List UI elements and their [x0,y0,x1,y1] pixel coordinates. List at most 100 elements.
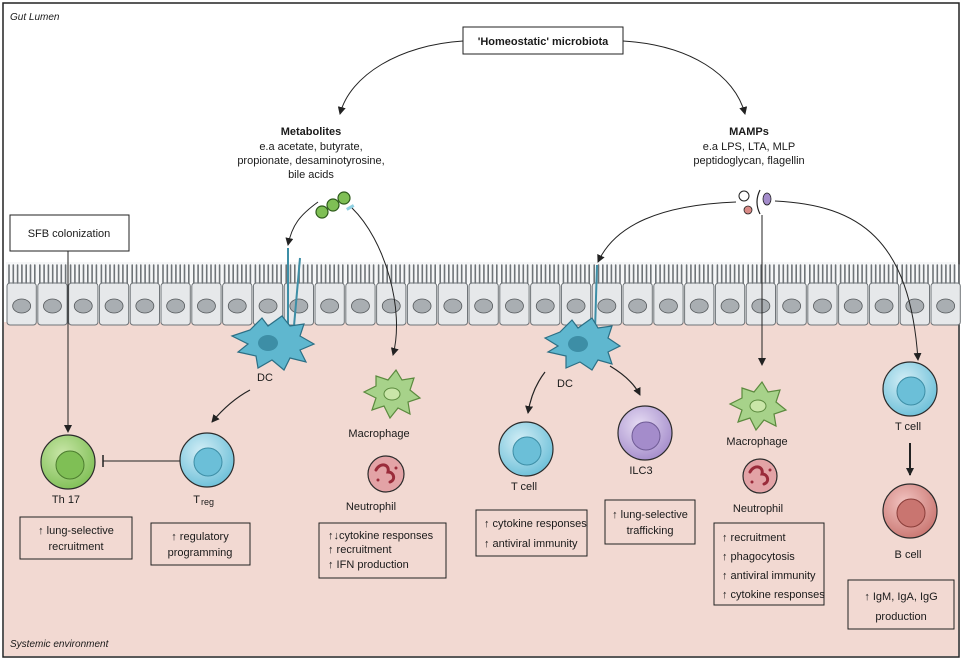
epithelial-nucleus [12,298,32,314]
microvilli [254,264,282,284]
microvilli [839,264,868,284]
metabolite-molecules-icon [315,191,355,219]
epithelial-nucleus [843,298,863,314]
epithelial-nucleus [443,298,463,314]
macro-right-effect-line-1: ↑ recruitment [722,532,786,544]
epithelial-nucleus [73,298,93,314]
microvilli [316,264,344,284]
sfb-label: SFB colonization [28,228,111,240]
microbiota-label: 'Homeostatic' microbiota [478,36,609,48]
treg-label-main: T [193,494,200,506]
microvilli [347,264,375,284]
epithelial-nucleus [474,298,494,314]
epithelial-nucleus [258,298,278,314]
macro-left-effect-line-3: ↑ IFN production [328,559,409,571]
epithelial-nucleus [751,298,771,314]
th17-cell-icon [40,434,96,490]
microvilli [624,264,652,284]
treg-effect-line-2: programming [168,547,233,559]
macro-right-effect-line-4: ↑ cytokine responses [722,589,825,601]
dc-left-label: DC [257,372,273,384]
macrophage-left-label: Macrophage [348,428,409,440]
metabolites-line-1: e.a acetate, butyrate, [259,141,362,153]
metabolites-line-2: propionate, desaminotyrosine, [237,155,384,167]
systemic-environment-label: Systemic environment [10,639,110,650]
tcell-mid-effect-box: ↑ cytokine responses ↑ antiviral immunit… [475,509,588,557]
microbiota-box [462,26,624,55]
neutrophil-right-label: Neutrophil [733,503,783,515]
bcell-label: B cell [895,549,922,561]
epithelial-nucleus [43,298,62,314]
epithelial-nucleus [628,298,648,314]
treg-effect-box: ↑ regulatory programming [150,522,251,566]
epithelial-nucleus [659,298,678,314]
macro-left-effect-line-1: ↑↓cytokine responses [328,530,434,542]
epithelial-nucleus [104,298,124,314]
ilc3-effect-box: ↑ lung-selective trafficking [604,499,696,545]
microvilli [408,264,436,284]
microvilli [747,264,775,284]
microvilli [439,264,467,284]
microvilli [901,264,929,284]
macrophage-right-effect-box: ↑ recruitment ↑ phagocytosis ↑ antiviral… [713,522,825,606]
microvilli [716,264,744,284]
arrow-metabolites-to-macrophage [351,207,399,356]
epithelial-nucleus [535,298,555,314]
dendritic-cell-right-icon [543,264,622,371]
arrow-to-mamps [622,40,748,115]
microvilli [162,264,190,284]
macrophage-right-icon [728,380,788,432]
epithelial-nucleus [597,298,617,314]
bcell-effect-line-2: production [875,611,926,623]
epithelial-nucleus [412,298,432,314]
microvilli [593,264,621,284]
sfb-box [9,214,130,252]
tcell-mid-effect-line-1: ↑ cytokine responses [484,518,587,530]
arrow-dc-to-tcell [525,371,546,414]
ilc3-cell-icon [617,405,673,461]
tcell-mid-label: T cell [511,481,537,493]
microvilli [778,264,806,284]
epithelial-nucleus [689,298,709,314]
arrow-metabolites-to-dc [285,201,319,246]
tcell-mid-icon [498,421,554,477]
microvilli [809,264,837,284]
metabolites-line-3: bile acids [288,169,334,181]
microvilli [470,264,498,284]
microvilli [39,264,67,284]
arrow-mamps-to-dc [597,201,737,263]
epithelial-nucleus [351,298,370,314]
mamps-title: MAMPs [729,126,769,138]
epithelial-nucleus [227,298,247,314]
mamp-molecules-icon [738,189,772,215]
tcell-mid-effect-line-2: ↑ antiviral immunity [484,538,578,550]
mamps-line-2: peptidoglycan, flagellin [693,155,804,167]
epithelial-nucleus [320,298,340,314]
th17-label: Th 17 [52,494,80,506]
macro-left-effect-line-2: ↑ recruitment [328,544,392,556]
epithelium-layer [6,262,961,326]
neutrophil-left-icon [367,455,405,493]
epithelial-nucleus [505,298,524,314]
th17-effect-line-2: recruitment [48,541,103,553]
microvilli [193,264,221,284]
metabolites-title: Metabolites [281,126,342,138]
neutrophil-right-icon [742,458,778,494]
dc-right-label: DC [557,378,573,390]
epithelial-nucleus [166,298,186,314]
neutrophil-left-label: Neutrophil [346,501,396,513]
epithelial-nucleus [936,298,956,314]
microvilli [655,264,683,284]
microvilli [562,264,590,284]
th17-effect-box: ↑ lung-selective recruitment [19,516,133,560]
epithelial-nucleus [782,298,802,314]
macrophage-left-effect-box: ↑↓cytokine responses ↑ recruitment ↑ IFN… [318,522,447,579]
epithelial-nucleus [813,298,832,314]
bcell-effect-line-1: ↑ IgM, IgA, IgG [864,591,937,603]
ilc3-label: ILC3 [629,465,652,477]
microvilli [69,264,98,284]
treg-effect-line-1: ↑ regulatory [171,531,229,543]
th17-effect-line-1: ↑ lung-selective [38,525,114,537]
macrophage-left-icon [362,368,422,420]
